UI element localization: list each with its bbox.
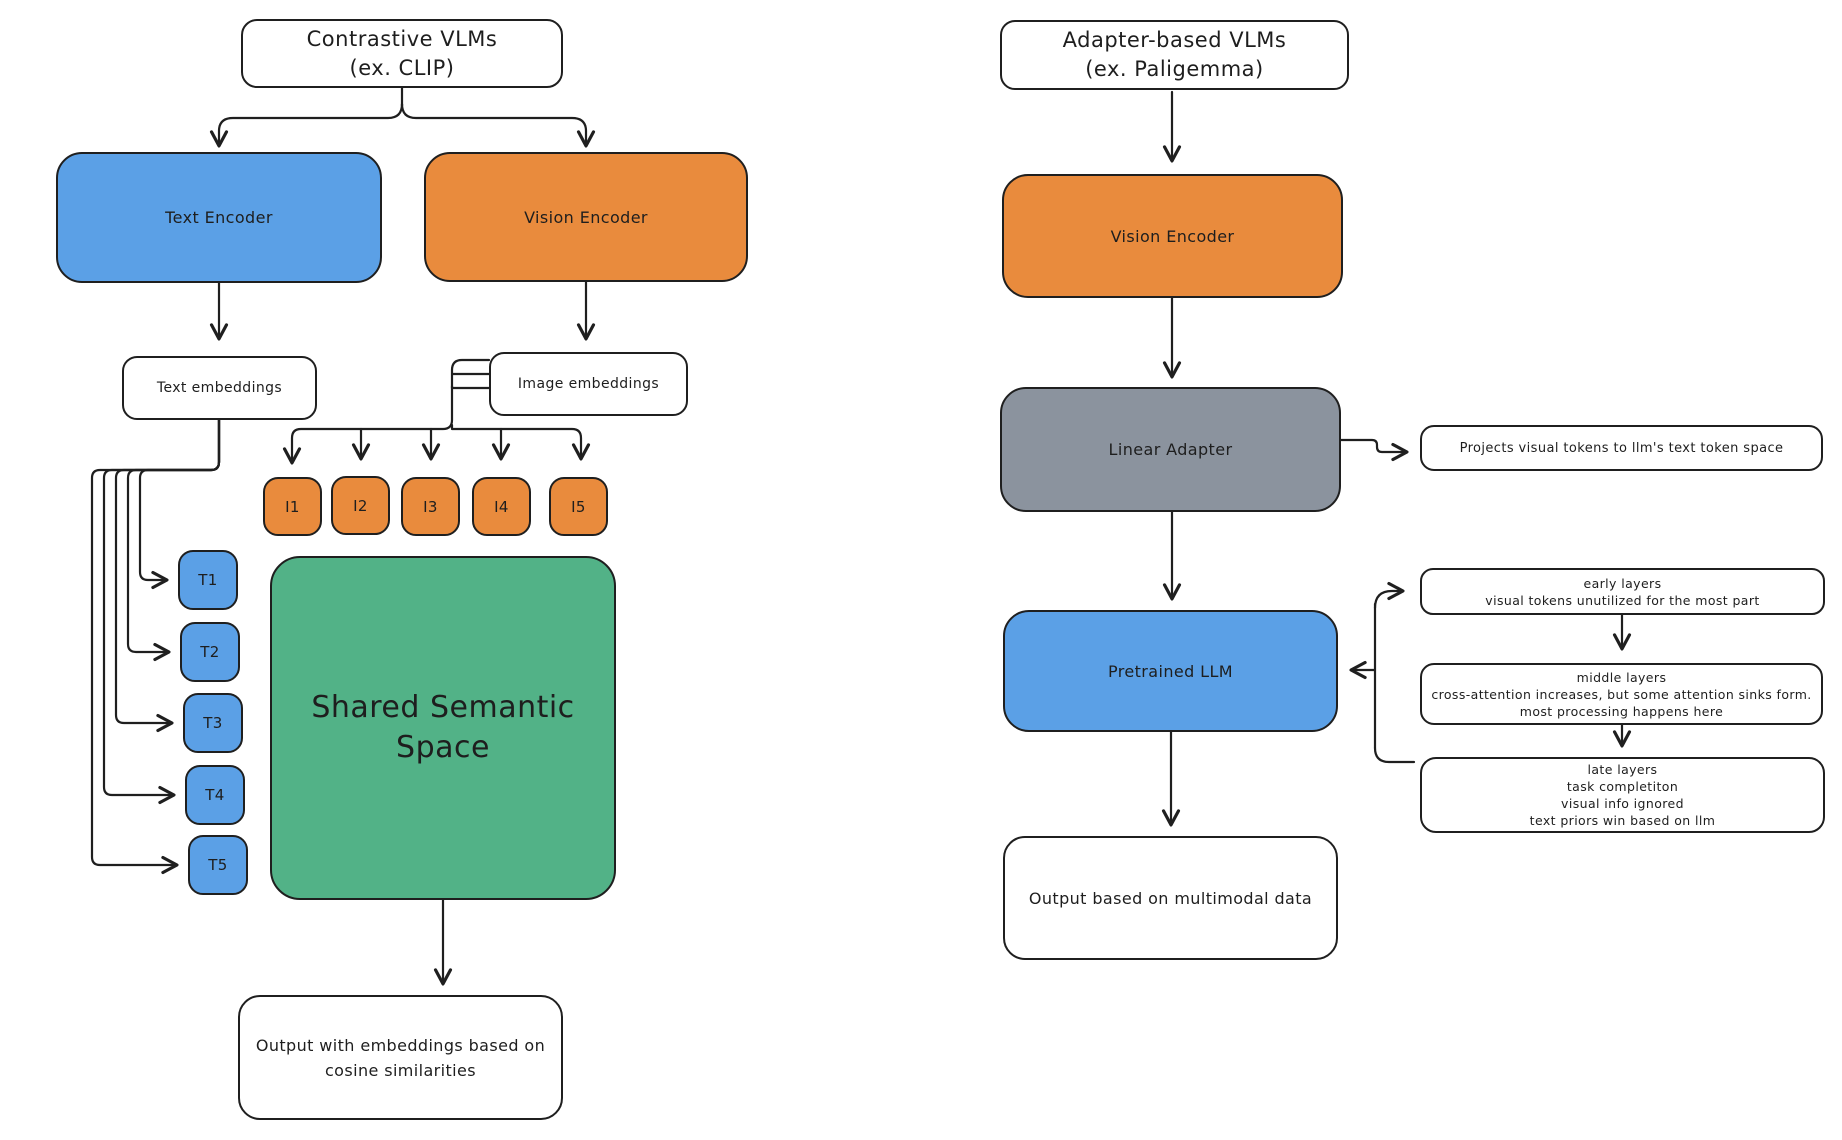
node-output-right: Output based on multimodal data [1003,836,1338,960]
arrow-title-split-left [209,86,596,148]
node-early-layers: early layers visual tokens unutilized fo… [1420,568,1825,615]
early-layers-line1: early layers [1583,575,1662,591]
contrastive-title-line1: Contrastive VLMs [306,26,498,51]
node-late-layers: late layers task completiton visual info… [1420,757,1825,833]
connector-textembeddings-to-text-tokens [90,418,221,875]
node-output-left: Output with embeddings based on cosine s… [238,995,563,1120]
text-token-5-label: T5 [208,856,228,874]
node-text-encoder: Text Encoder [56,152,382,283]
node-adapter-title: Adapter-based VLMs (ex. Paligemma) [1000,20,1349,90]
middle-layers-line1: middle layers [1576,669,1667,685]
node-text-token-1: T1 [178,550,238,610]
image-embeddings-label: Image embeddings [517,376,660,392]
node-shared-semantic-space: Shared Semantic Space [270,556,616,900]
text-token-1-label: T1 [198,571,218,589]
image-token-5-label: I5 [571,497,586,516]
middle-layers-line3: most processing happens here [1519,703,1724,719]
vision-encoder-right-label: Vision Encoder [1110,226,1235,246]
adapter-title-line1: Adapter-based VLMs [1062,28,1287,52]
early-layers-line2: visual tokens unutilized for the most pa… [1485,592,1760,608]
vision-encoder-left-label: Vision Encoder [524,207,648,227]
shared-space-line2: Space [396,730,490,765]
node-text-token-5: T5 [188,835,248,895]
output-left-line2: cosine similarities [324,1060,477,1080]
node-adapter-note: Projects visual tokens to llm's text tok… [1420,425,1823,471]
node-image-embeddings: Image embeddings [489,352,688,416]
late-layers-line1: late layers [1587,762,1658,777]
text-token-2-label: T2 [200,643,220,661]
node-middle-layers: middle layers cross-attention increases,… [1420,663,1823,725]
node-image-token-1: I1 [263,477,322,536]
shared-space-line1: Shared Semantic [311,690,575,725]
node-image-token-4: I4 [472,477,531,536]
connector-imageembeddings-to-image-tokens [282,358,591,465]
node-text-token-3: T3 [183,693,243,753]
text-token-4-label: T4 [205,786,225,804]
arrow-adapter-to-note [1339,438,1409,462]
text-encoder-label: Text Encoder [165,208,273,227]
late-layers-line2: task completiton [1566,779,1679,794]
contrastive-title-line2: (ex. CLIP) [349,55,455,80]
adapter-title-line2: (ex. Paligemma) [1085,57,1264,81]
node-text-token-4: T4 [185,765,245,825]
image-token-3-label: I3 [423,497,438,516]
middle-layers-line2: cross-attention increases, but some atte… [1431,686,1812,702]
image-token-4-label: I4 [494,497,509,516]
image-token-1-label: I1 [285,497,300,516]
node-image-token-3: I3 [401,477,460,536]
node-vision-encoder-right: Vision Encoder [1002,174,1343,298]
linear-adapter-label: Linear Adapter [1108,440,1233,459]
image-token-2-label: I2 [353,496,368,515]
output-right-label: Output based on multimodal data [1028,888,1313,908]
text-token-3-label: T3 [203,714,223,732]
node-image-token-5: I5 [549,477,608,536]
node-text-embeddings: Text embeddings [122,356,317,420]
adapter-note-label: Projects visual tokens to llm's text tok… [1459,440,1784,456]
node-text-token-2: T2 [180,622,240,682]
output-left-line1: Output with embeddings based on [255,1035,546,1055]
node-vision-encoder-left: Vision Encoder [424,152,748,282]
node-image-token-2: I2 [331,476,390,535]
bracket-llm-layer-notes [1349,581,1416,764]
node-pretrained-llm: Pretrained LLM [1003,610,1338,732]
late-layers-line3: visual info ignored [1561,796,1684,811]
text-embeddings-label: Text embeddings [156,380,283,396]
late-layers-line4: text priors win based on llm [1529,813,1716,828]
node-linear-adapter: Linear Adapter [1000,387,1341,512]
pretrained-llm-label: Pretrained LLM [1108,661,1233,681]
node-contrastive-title: Contrastive VLMs (ex. CLIP) [241,19,563,88]
